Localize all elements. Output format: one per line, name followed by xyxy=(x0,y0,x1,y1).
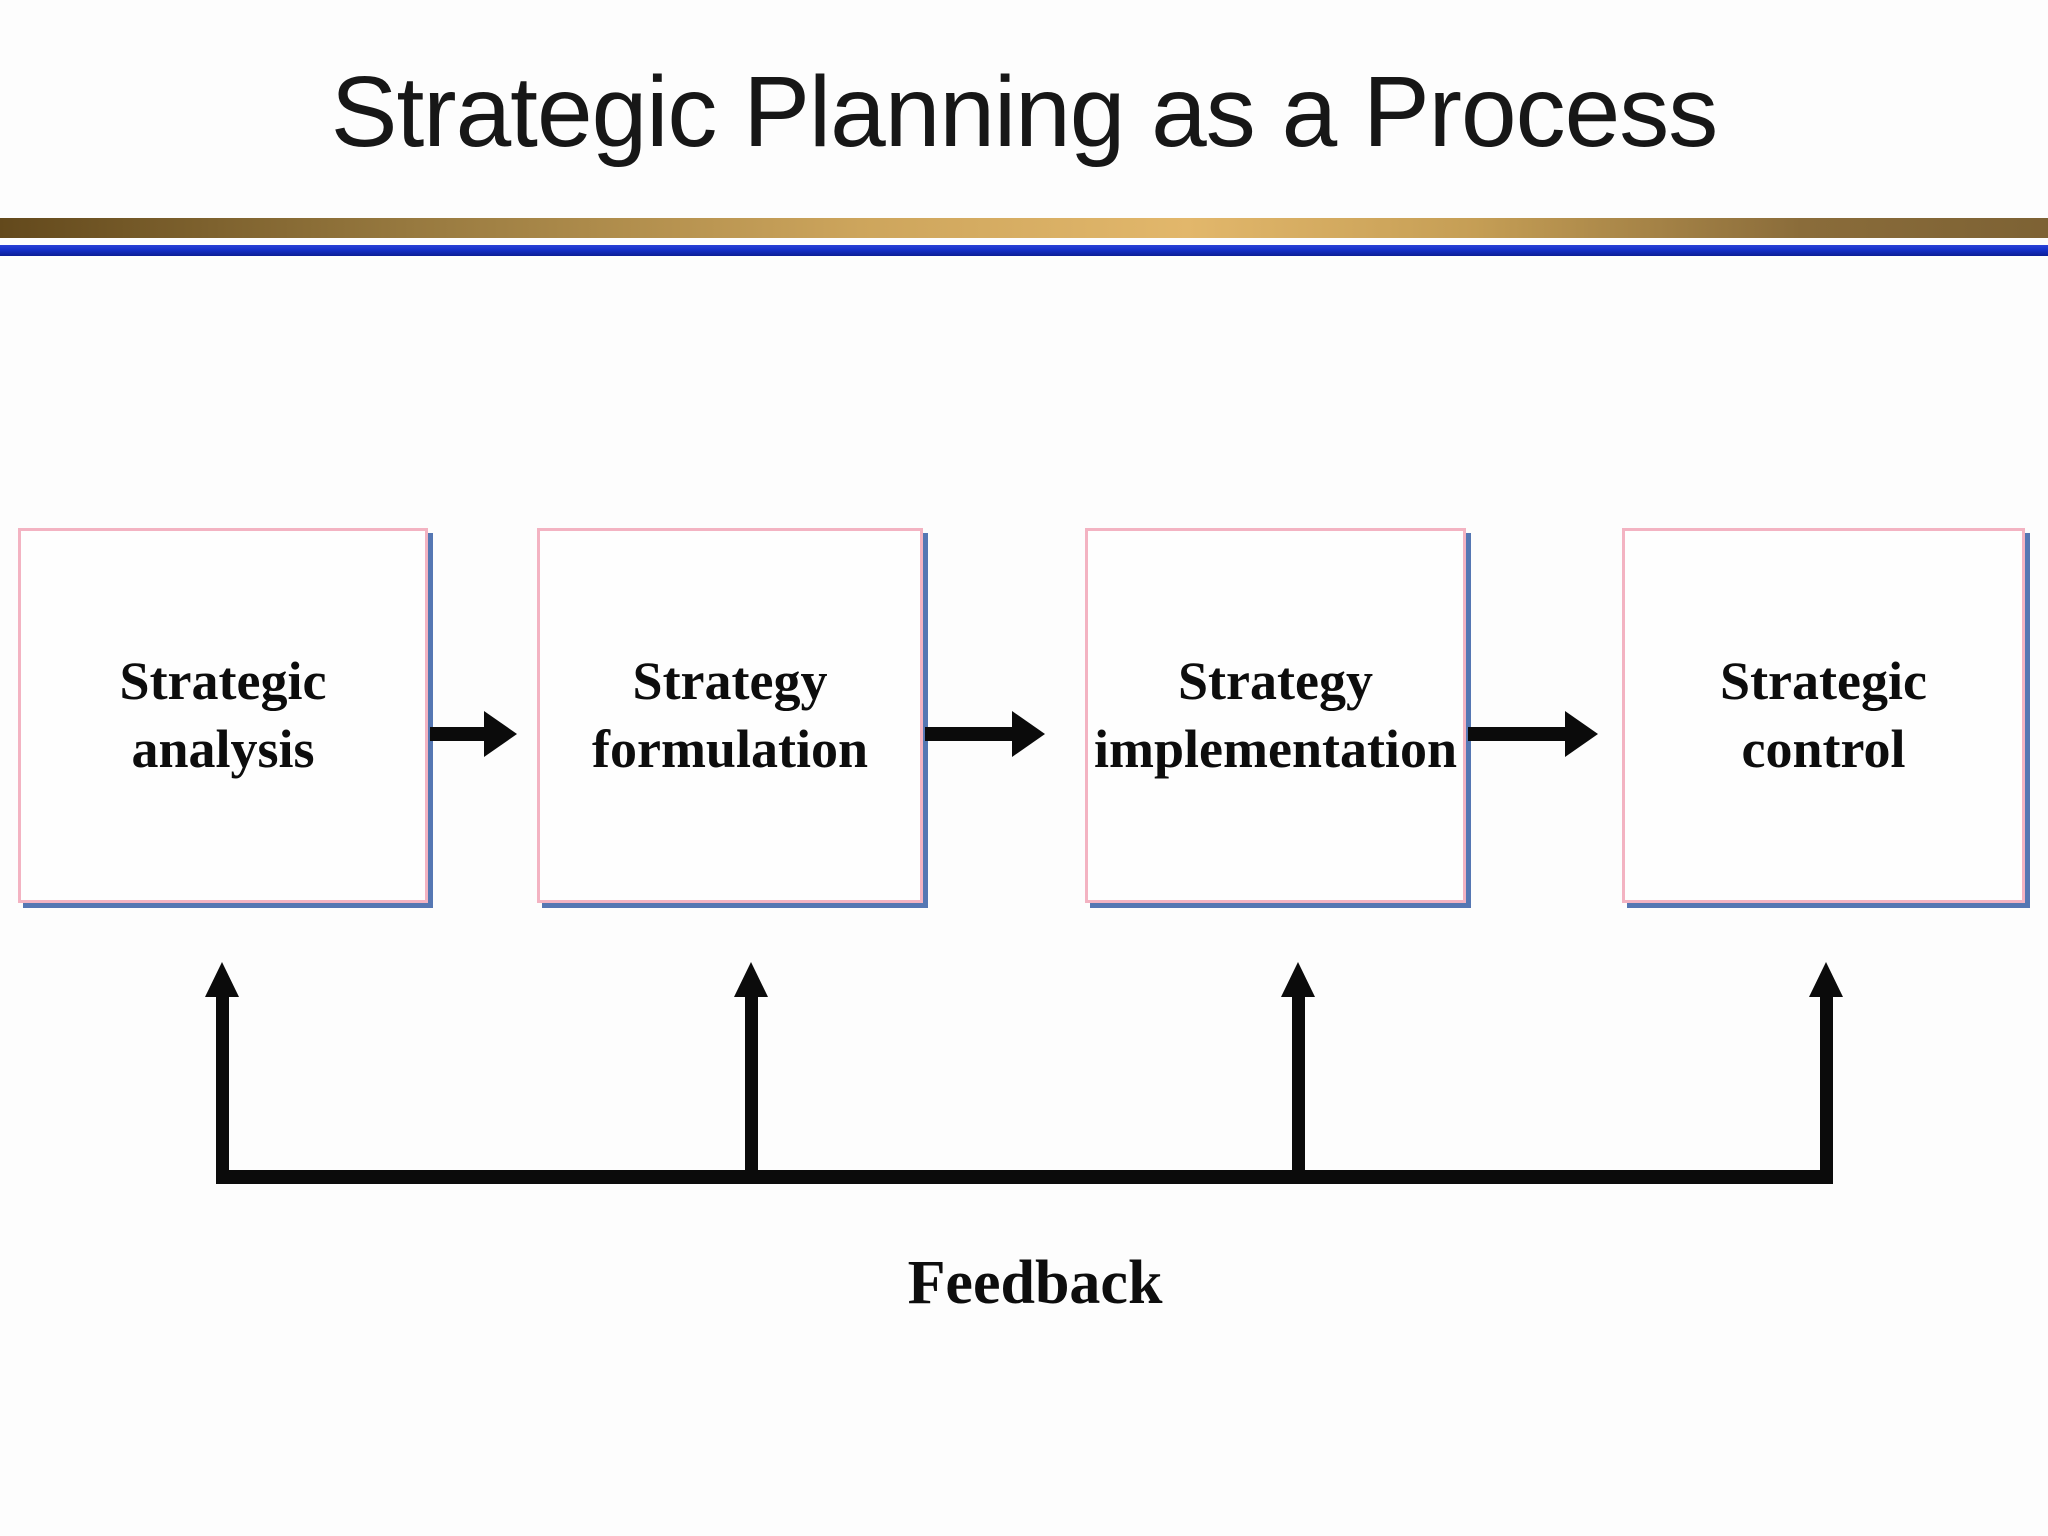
process-box-strategy-implementation: Strategy implementation xyxy=(1085,528,1466,903)
blue-divider-bar xyxy=(0,245,2048,256)
box-label: Strategy formulation xyxy=(592,648,868,783)
arrow-head xyxy=(205,962,239,997)
gold-divider-bar xyxy=(0,218,2048,238)
box-label-line: Strategic xyxy=(119,651,327,711)
arrow-right-icon-implementation-to-control xyxy=(1468,711,1598,757)
arrow-right-icon-formulation-to-implementation xyxy=(925,711,1045,757)
arrow-shaft xyxy=(1468,727,1565,741)
process-box-strategic-control: Strategic control xyxy=(1622,528,2025,903)
box-label-line: analysis xyxy=(131,718,315,779)
box-label-line: implementation xyxy=(1094,718,1457,779)
arrow-shaft xyxy=(1291,997,1305,1184)
arrow-head xyxy=(1012,711,1045,757)
box-label: Strategic analysis xyxy=(120,648,327,783)
arrow-shaft xyxy=(430,727,484,741)
arrow-up-icon-feedback-to-implementation xyxy=(1281,962,1315,1184)
box-label-line: formulation xyxy=(592,718,868,779)
arrow-shaft xyxy=(744,997,758,1184)
arrow-head xyxy=(1565,711,1598,757)
box-label: Strategic control xyxy=(1720,648,1927,783)
feedback-label: Feedback xyxy=(907,1249,1163,1317)
arrow-up-icon-feedback-to-formulation xyxy=(734,962,768,1184)
box-label-line: control xyxy=(1741,718,1906,779)
arrow-right-icon-analysis-to-formulation xyxy=(430,711,517,757)
box-label-line: Strategic xyxy=(1720,651,1927,711)
arrow-head xyxy=(1281,962,1315,997)
arrow-head xyxy=(484,711,517,757)
arrow-head xyxy=(734,962,768,997)
arrow-shaft xyxy=(925,727,1012,741)
slide-title: Strategic Planning as a Process xyxy=(330,56,1718,168)
process-box-strategic-analysis: Strategic analysis xyxy=(18,528,428,903)
arrow-shaft xyxy=(215,997,229,1184)
process-box-strategy-formulation: Strategy formulation xyxy=(537,528,923,903)
box-label-line: Strategy xyxy=(632,651,828,711)
arrow-head xyxy=(1809,962,1843,997)
box-label-line: Strategy xyxy=(1178,651,1373,711)
box-label: Strategy implementation xyxy=(1094,648,1457,783)
arrow-shaft xyxy=(1819,997,1833,1184)
arrow-up-icon-feedback-to-analysis xyxy=(205,962,239,1184)
arrow-up-icon-feedback-to-control xyxy=(1809,962,1843,1184)
feedback-line xyxy=(216,1170,1833,1184)
